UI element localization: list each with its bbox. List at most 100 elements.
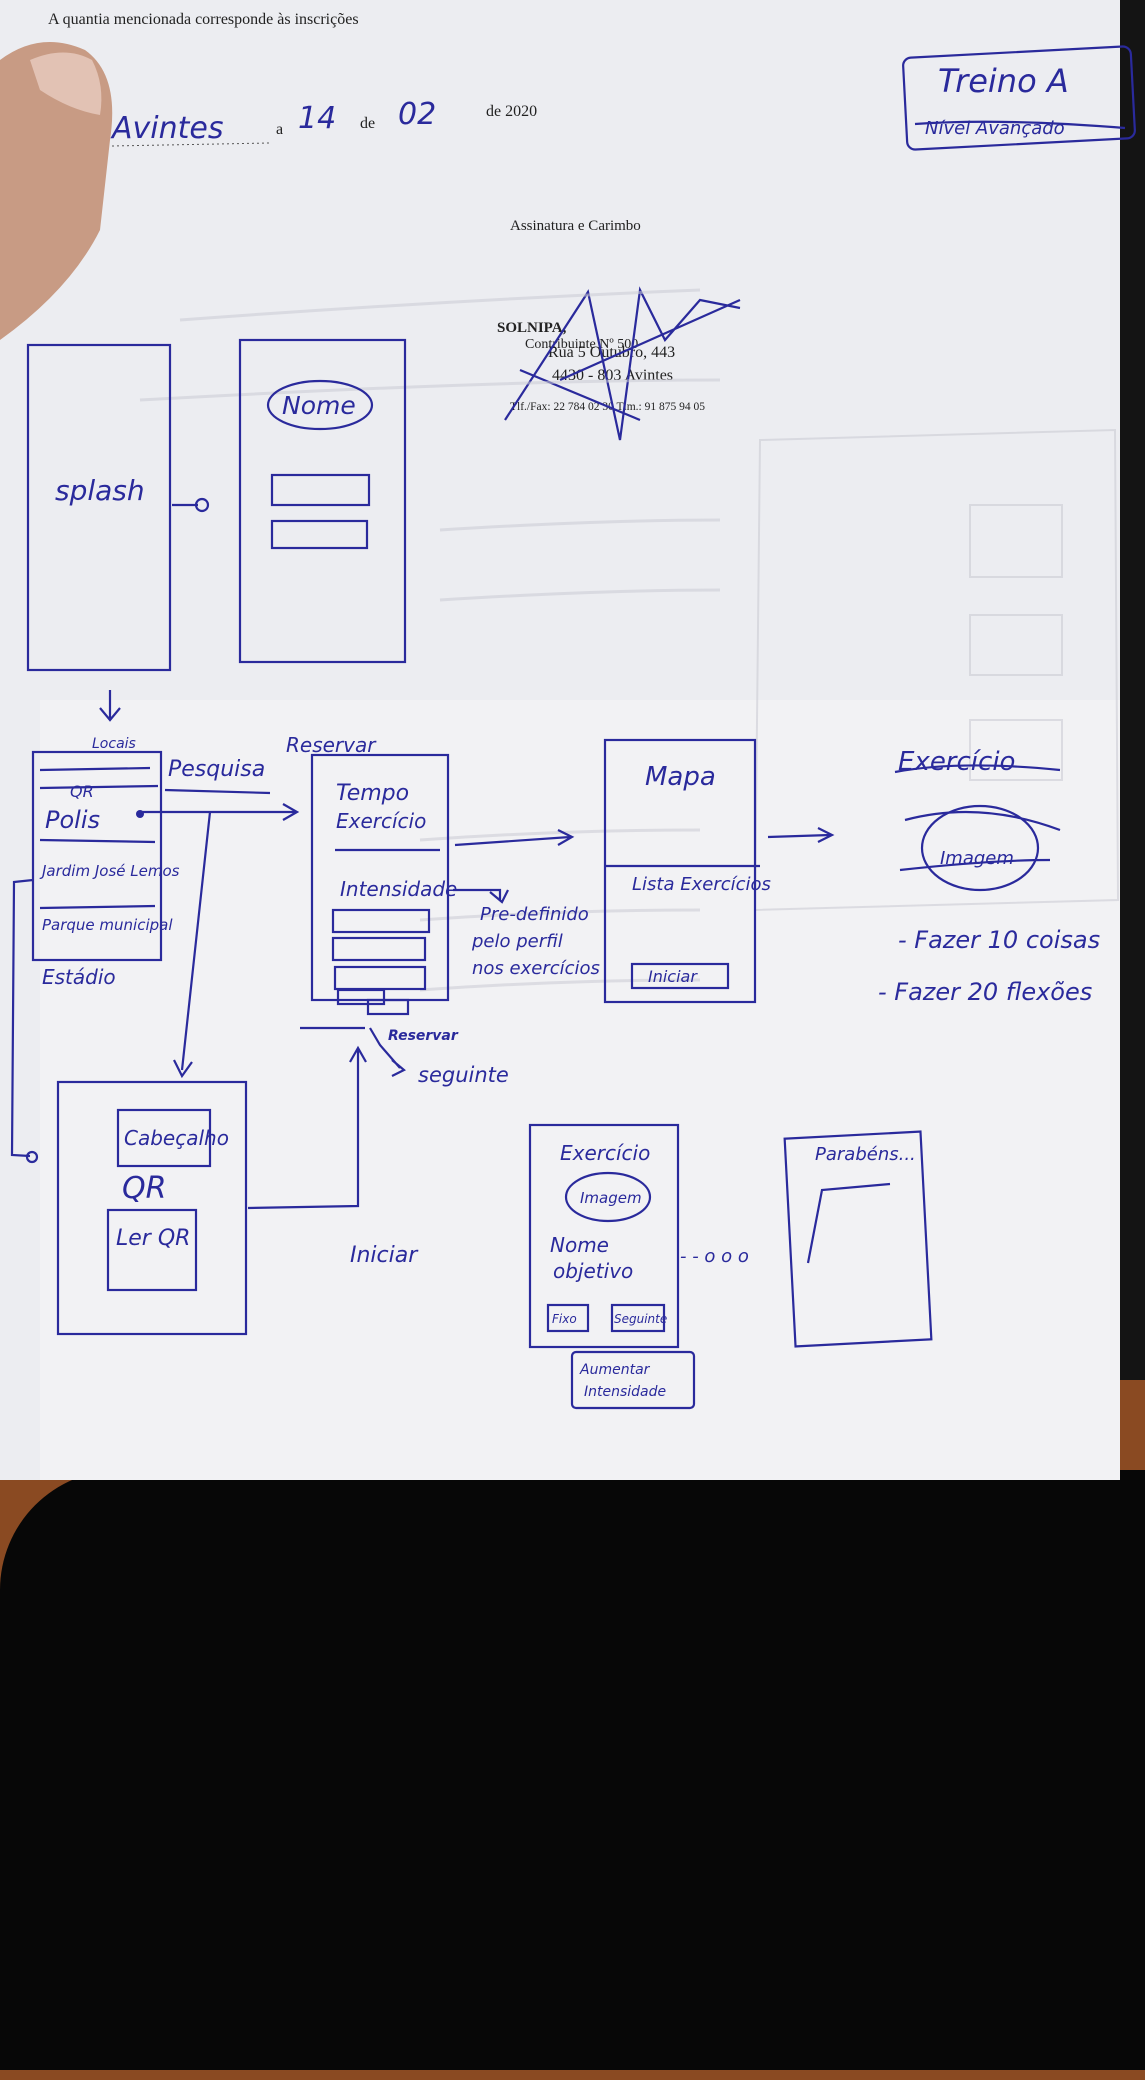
qr-scan-box — [106, 1208, 198, 1292]
arrow-splash-down — [99, 690, 121, 722]
thumb — [0, 42, 113, 340]
arrow-loop-end — [25, 1150, 39, 1164]
splash-frame — [26, 343, 172, 672]
screen-map: Mapa Lista Exercícios Iniciar — [603, 738, 771, 1004]
screen-login: Nome — [238, 338, 407, 664]
locations-struck-item — [39, 766, 151, 772]
config-button-right — [366, 998, 410, 1016]
arrow-locations-loop — [10, 878, 34, 1158]
arrow-map-exercise — [767, 827, 835, 843]
qr-frame — [56, 1080, 248, 1336]
screen-config: Tempo Exercício Intensidade — [310, 753, 457, 1016]
exercise-title: Exercício — [560, 1141, 650, 1165]
stamp-contributor: Contribuinte Nº 500 — [525, 337, 638, 352]
locations-item-polis: Polis — [45, 806, 100, 834]
notes-title-strike — [894, 764, 1061, 774]
connector-de: de — [360, 115, 375, 132]
notes-image-scribble — [899, 810, 1061, 872]
map-title: Mapa — [645, 762, 716, 792]
login-field-1 — [270, 473, 371, 507]
locations-item-qr: QR — [70, 782, 94, 801]
dark-clothing — [0, 1470, 1145, 2070]
reserve-label: Reservar — [286, 733, 377, 757]
congrats-frame — [783, 1130, 933, 1348]
arrow-config-next — [369, 1027, 406, 1077]
config-field-exercicio: Exercício — [336, 809, 426, 833]
exercise-button-next — [610, 1303, 666, 1333]
year-text: de 2020 — [486, 103, 537, 120]
qr-header-label: Cabeçalho — [124, 1126, 229, 1150]
locations-divider-2 — [39, 838, 156, 844]
exercise-image-label: Imagem — [580, 1189, 642, 1207]
stamp-street: Rua 5 Outubro, 443 — [548, 344, 675, 361]
locations-divider-3 — [39, 904, 156, 910]
config-note-3: nos exercícios — [472, 958, 600, 979]
notes-item-1: - Fazer 10 coisas — [898, 926, 1100, 954]
connector-a: a — [276, 121, 283, 138]
place-dotted-line — [111, 142, 271, 147]
locations-frame — [31, 750, 163, 962]
arrow-config-map — [454, 829, 575, 847]
locations-divider-1 — [39, 784, 159, 790]
qr-header-box — [116, 1108, 212, 1168]
day-text: 14 — [298, 101, 336, 136]
exercise-button-next-label: Seguinte — [614, 1312, 667, 1326]
title-strike — [914, 120, 1126, 130]
config-note-2: pelo perfil — [471, 931, 563, 952]
login-name-label: Nome — [282, 391, 356, 420]
arrow-locations-qr — [173, 811, 212, 1079]
qr-read-label: Ler QR — [116, 1226, 190, 1251]
config-field-intensidade: Intensidade — [340, 877, 457, 901]
map-list-label: Lista Exercícios — [632, 874, 771, 895]
arrow-qr-config — [247, 1045, 367, 1210]
congrats-progress-line — [806, 1182, 891, 1264]
place-text: Avintes — [110, 111, 223, 146]
congrats-label: Parabéns... — [815, 1144, 916, 1165]
start-label: Iniciar — [350, 1243, 419, 1268]
screen-locations: Locais QR Polis Jardim José Lemos Parque… — [31, 736, 180, 989]
locations-below-label: Estádio — [42, 965, 116, 989]
login-frame — [238, 338, 407, 664]
arrow-locations-config — [142, 788, 300, 821]
paper-sheet-lower — [40, 700, 1120, 1480]
config-button-left — [336, 988, 386, 1006]
map-start-button — [630, 962, 730, 990]
document-header-line: A quantia mencionada corresponde às insc… — [48, 11, 359, 28]
training-title-box: Treino A Nível Avançado — [902, 45, 1136, 151]
qr-label: QR — [122, 1171, 166, 1206]
handwritten-signature — [504, 286, 741, 441]
login-field-2 — [270, 519, 369, 550]
config-option-3 — [333, 965, 427, 991]
intensity-button — [570, 1350, 696, 1410]
config-field-tempo: Tempo — [336, 781, 409, 806]
screen-splash: splash — [26, 343, 172, 672]
exercise-goal: objetivo — [553, 1259, 633, 1283]
exercise-button-fixo — [546, 1303, 590, 1333]
show-through-writing — [139, 288, 1120, 992]
signature-label: Assinatura e Carimbo — [510, 218, 641, 234]
locations-top-label: Locais — [92, 736, 136, 752]
exercise-button-fixo-label: Fixo — [552, 1312, 577, 1326]
screen-exercise: Exercício Imagem Nome objetivo Fixo Segu… — [528, 1123, 680, 1349]
intensity-label-2: Intensidade — [584, 1384, 666, 1400]
company-stamp: SOLNIPA, Contribuinte Nº 500 Rua 5 Outub… — [497, 320, 705, 413]
title-frame — [902, 45, 1136, 151]
search-label: Pesquisa — [168, 757, 265, 782]
config-next-label: seguinte — [418, 1063, 509, 1087]
thumb-nail — [30, 52, 102, 115]
locations-item-jardim: Jardim José Lemos — [39, 862, 180, 880]
month-text: 02 — [398, 97, 436, 132]
exercise-notes: Exercício Imagem - Fazer 10 coisas - Faz… — [878, 747, 1100, 1006]
splash-label: splash — [55, 474, 145, 507]
notes-title: Exercício — [898, 747, 1015, 777]
stamp-company: SOLNIPA, — [497, 320, 567, 336]
config-option-1 — [331, 908, 431, 934]
map-start-label: Iniciar — [648, 967, 698, 986]
screen-qr: Cabeçalho QR Ler QR — [56, 1080, 248, 1336]
notes-image-oval — [920, 804, 1040, 892]
exercise-ellipsis: - - o o o — [680, 1246, 749, 1267]
title-training: Treino A — [938, 62, 1069, 100]
arrow-splash-login-end — [194, 497, 210, 513]
notes-item-2: - Fazer 20 flexões — [878, 978, 1092, 1006]
